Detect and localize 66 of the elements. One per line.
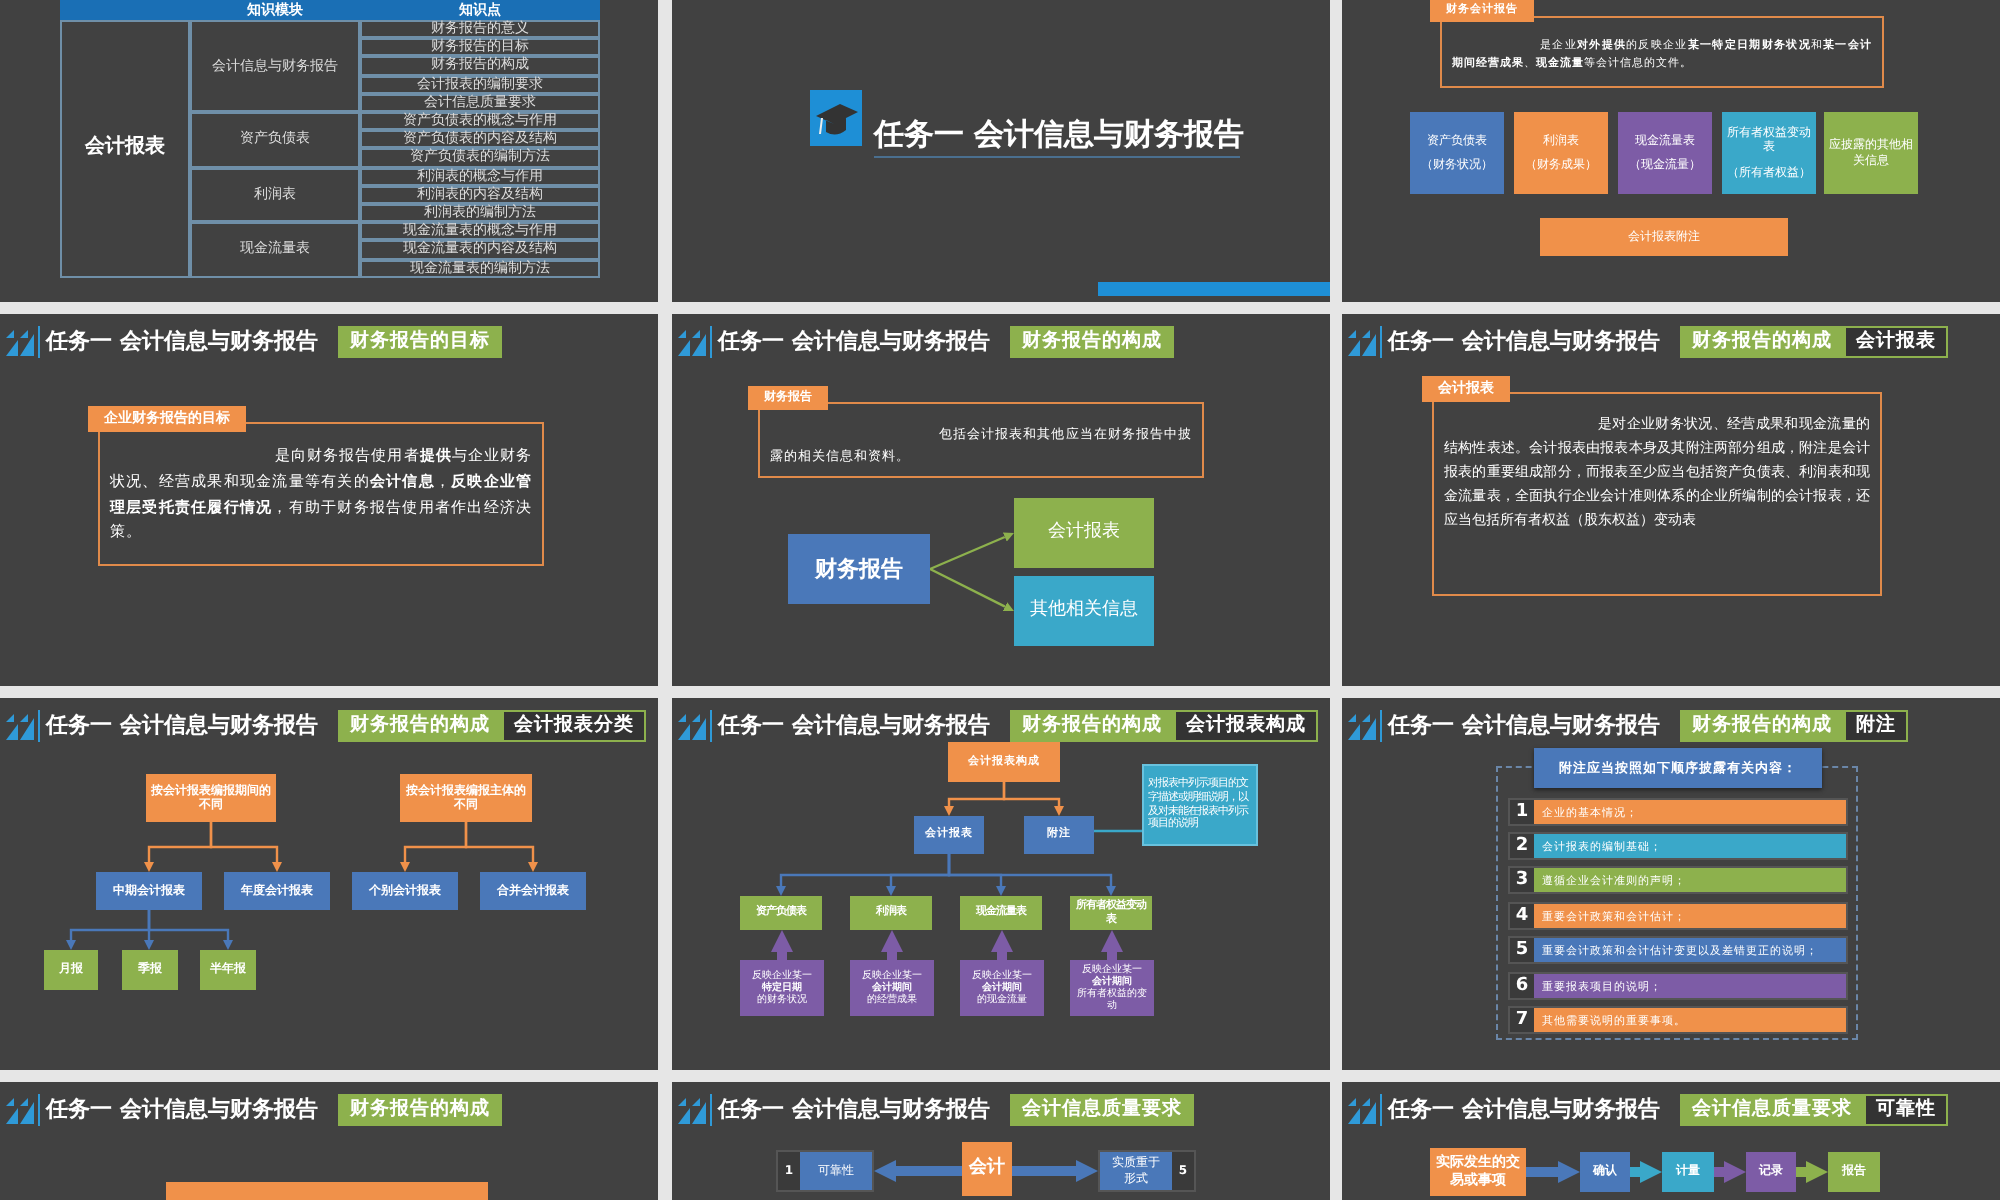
arrow <box>209 822 282 872</box>
quality-item-bar <box>1098 1150 1196 1192</box>
number-badge: 5 <box>1510 938 1534 962</box>
arrow <box>947 854 1116 896</box>
block-arrow <box>1796 1161 1828 1183</box>
list-item-bar <box>1508 798 1848 826</box>
process-box: 会计 <box>962 1142 1012 1196</box>
process-box: 会计报表 <box>1014 498 1154 568</box>
number-badge: 3 <box>1510 868 1534 892</box>
section-tag: 财务报告的构成 <box>1680 326 1844 358</box>
block-arrow <box>771 930 793 960</box>
block-arrow <box>1714 1161 1746 1183</box>
list-item-bar <box>1508 902 1848 930</box>
arrow <box>147 910 233 950</box>
slide-title: 任务一 会计信息与财务报告 <box>718 1094 990 1126</box>
section-tag: 财务报告的构成 <box>1010 326 1174 358</box>
number-badge: 6 <box>1510 974 1534 998</box>
section-tag: 财务报告的构成 <box>1010 710 1174 742</box>
section-tag: 财务报告的构成 <box>338 1094 502 1126</box>
number-badge: 2 <box>1510 834 1534 858</box>
block-arrow <box>1630 1161 1662 1183</box>
subsection-tag: 可靠性 <box>1864 1094 1948 1126</box>
process-box <box>1618 112 1712 194</box>
subsection-tag: 会计报表 <box>1844 326 1948 358</box>
number-badge: 7 <box>1510 1008 1534 1032</box>
quality-item-bar <box>776 1150 874 1192</box>
block-arrow <box>1526 1161 1580 1183</box>
slide-title: 任务一 会计信息与财务报告 <box>718 326 990 358</box>
block-arrow <box>881 930 903 960</box>
list-item-bar <box>1508 936 1848 964</box>
slide-title: 任务一 会计信息与财务报告 <box>46 326 318 358</box>
list-item-bar <box>1508 972 1848 1000</box>
number-badge: 1 <box>1510 800 1534 824</box>
list-item-bar <box>1508 1006 1848 1034</box>
process-box: 财务报告 <box>788 534 930 604</box>
slide-title: 任务一 会计信息与财务报告 <box>718 710 990 742</box>
process-box <box>1722 112 1816 194</box>
block-arrow <box>1101 930 1123 960</box>
arrow <box>1002 782 1064 816</box>
process-box <box>1514 112 1608 194</box>
section-tag: 财务报告的目标 <box>338 326 502 358</box>
arrow <box>929 532 1014 571</box>
arrow <box>929 567 1014 612</box>
slide-title: 任务一 会计信息与财务报告 <box>46 1094 318 1126</box>
section-tag: 会计信息质量要求 <box>1010 1094 1194 1126</box>
number-badge: 4 <box>1510 904 1534 928</box>
list-item-bar <box>1508 832 1848 860</box>
subsection-tag: 会计报表构成 <box>1174 710 1318 742</box>
section-tag: 财务报告的构成 <box>1680 710 1844 742</box>
block-arrow <box>1012 1160 1098 1182</box>
slide-title: 任务一 会计信息与财务报告 <box>46 710 318 742</box>
list-item-bar <box>1508 866 1848 894</box>
block-arrow <box>874 1160 962 1182</box>
section-tag: 会计信息质量要求 <box>1680 1094 1864 1126</box>
slide-title: 任务一 会计信息与财务报告 <box>874 116 1245 152</box>
subsection-tag: 附注 <box>1844 710 1908 742</box>
block-arrow <box>991 930 1013 960</box>
process-box <box>1410 112 1504 194</box>
arrow <box>464 822 538 872</box>
section-tag: 财务报告的构成 <box>338 710 502 742</box>
slide-title: 任务一 会计信息与财务报告 <box>1388 1094 1660 1126</box>
slide-title: 任务一 会计信息与财务报告 <box>1388 710 1660 742</box>
connector-line <box>1094 829 1142 833</box>
subsection-tag: 会计报表分类 <box>502 710 646 742</box>
process-box: 其他相关信息 <box>1014 576 1154 646</box>
slide-title: 任务一 会计信息与财务报告 <box>1388 326 1660 358</box>
